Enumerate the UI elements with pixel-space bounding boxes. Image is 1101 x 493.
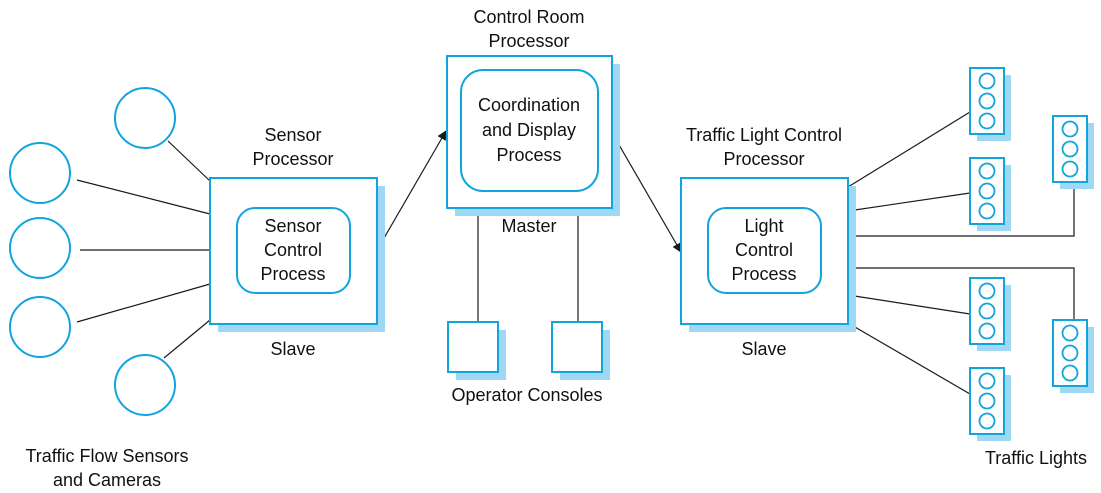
sensor-circles <box>9 87 176 416</box>
signal-lamp <box>978 392 996 410</box>
coordination-line-2: and Display <box>482 120 576 140</box>
signal-lamp <box>1061 120 1079 138</box>
control-room-processor: Coordination and Display Process <box>446 55 620 216</box>
coordination-line-1: Coordination <box>478 95 580 115</box>
sensor-circle-3 <box>9 217 71 279</box>
sensors-cameras-label-1: Traffic Flow Sensors <box>25 446 188 466</box>
control-room-title-1: Control Room <box>473 7 584 27</box>
traffic-light-5 <box>1052 319 1094 393</box>
link-light-3 <box>848 182 1075 237</box>
traffic-light-2 <box>969 157 1011 231</box>
link-sensor-4 <box>76 283 211 323</box>
sensor-control-process-box <box>236 207 351 294</box>
signal-lamp <box>978 412 996 430</box>
console-2 <box>551 321 603 373</box>
master-label: Master <box>501 216 556 236</box>
light-control-line-1: Light <box>744 216 783 236</box>
sensor-circle-1 <box>114 87 176 149</box>
sensor-circle-4 <box>9 296 71 358</box>
link-light-6 <box>847 322 971 395</box>
coordination-line-3: Process <box>496 145 561 165</box>
console-1 <box>447 321 499 373</box>
sensor-processor-title-1: Sensor <box>264 125 321 145</box>
sensor-control-line-1: Sensor <box>264 216 321 236</box>
slave-left-label: Slave <box>270 339 315 359</box>
link-sensor-2 <box>76 179 211 215</box>
control-room-title-2: Processor <box>488 31 569 51</box>
traffic-light-1 <box>969 67 1011 141</box>
traffic-lights-label: Traffic Lights <box>985 448 1087 468</box>
light-processor-title-1: Traffic Light Control <box>686 125 842 145</box>
light-control-process-box <box>707 207 822 294</box>
sensor-control-line-2: Control <box>264 240 322 260</box>
signal-lamp <box>978 72 996 90</box>
operator-consoles-label: Operator Consoles <box>451 385 602 405</box>
sensor-processor-title-2: Processor <box>252 149 333 169</box>
sensor-control-line-3: Process <box>260 264 325 284</box>
link-light-4 <box>848 267 1075 320</box>
signal-lamp <box>978 322 996 340</box>
signal-lamp <box>1061 344 1079 362</box>
signal-lamp <box>1061 160 1079 178</box>
signal-lamp <box>1061 140 1079 158</box>
operator-consoles <box>447 321 610 380</box>
traffic-light-4 <box>969 277 1011 351</box>
signal-lamp <box>978 282 996 300</box>
link-sensor-5 <box>163 319 211 359</box>
signal-lamp <box>978 372 996 390</box>
signal-lamp <box>978 92 996 110</box>
arrow-sensor-to-master <box>375 130 447 253</box>
signal-lamp <box>978 302 996 320</box>
signal-lamp <box>978 182 996 200</box>
link-sensor-1 <box>167 140 211 182</box>
coordination-process-box <box>460 69 599 192</box>
link-light-2 <box>847 192 971 212</box>
signal-lamp <box>978 112 996 130</box>
signal-lamp <box>978 202 996 220</box>
link-light-1 <box>847 111 971 188</box>
traffic-lights <box>969 67 1094 441</box>
signal-lamp <box>978 162 996 180</box>
link-light-5 <box>847 294 971 315</box>
traffic-light-processor: Light Control Process <box>680 177 856 332</box>
sensor-circle-5 <box>114 354 176 416</box>
traffic-light-6 <box>969 367 1011 441</box>
arrow-master-to-light <box>610 130 682 253</box>
slave-right-label: Slave <box>741 339 786 359</box>
sensor-circle-2 <box>9 142 71 204</box>
signal-lamp <box>1061 324 1079 342</box>
signal-lamp <box>1061 364 1079 382</box>
light-control-line-3: Process <box>731 264 796 284</box>
light-control-line-2: Control <box>735 240 793 260</box>
traffic-light-3 <box>1052 115 1094 189</box>
sensors-cameras-label-2: and Cameras <box>53 470 161 490</box>
light-processor-title-2: Processor <box>723 149 804 169</box>
sensor-processor: Sensor Control Process <box>209 177 385 332</box>
connector-lines <box>76 111 1075 395</box>
